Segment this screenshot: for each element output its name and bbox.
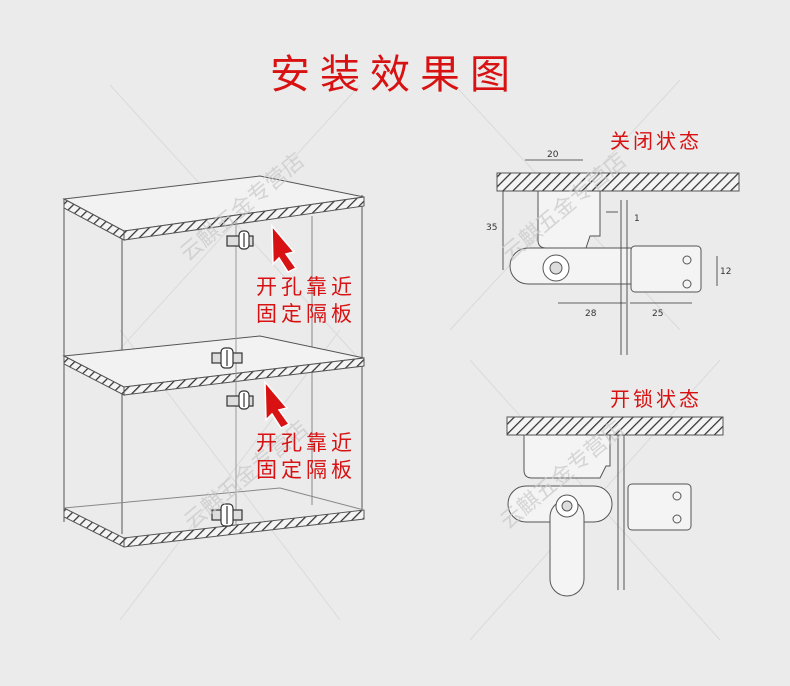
dim-label-side: 12 xyxy=(720,267,731,277)
callout-note-upper: 开孔靠近 固定隔板 xyxy=(256,274,356,328)
lock-bottom xyxy=(211,503,243,527)
lock-middle-lower xyxy=(226,390,254,410)
open-state-drawing xyxy=(506,416,724,597)
callout-line-1: 开孔靠近 xyxy=(256,275,356,299)
closed-state-label: 关闭状态 xyxy=(610,129,702,153)
callout-line-2: 固定隔板 xyxy=(256,458,356,482)
closed-state-drawing xyxy=(496,172,740,355)
callout-line-1: 开孔靠近 xyxy=(256,431,356,455)
dim-label-gap: 1 xyxy=(634,214,640,224)
red-arrow-icon xyxy=(264,379,291,429)
red-arrow-icon xyxy=(271,223,298,273)
dim-label-bottom-left: 28 xyxy=(585,309,597,319)
closed-state-dimensions xyxy=(502,159,718,304)
lock-top xyxy=(226,230,254,250)
callout-note-lower: 开孔靠近 固定隔板 xyxy=(256,430,356,484)
callout-line-2: 固定隔板 xyxy=(256,302,356,326)
open-state-label: 开锁状态 xyxy=(610,387,702,411)
dim-label-top: 20 xyxy=(547,150,559,160)
cabinet-locks xyxy=(211,230,254,527)
lock-middle-upper xyxy=(211,347,243,369)
page-title: 安装效果图 xyxy=(270,52,520,98)
dim-label-bottom-right: 25 xyxy=(652,309,663,319)
dim-label-height: 35 xyxy=(486,223,497,233)
